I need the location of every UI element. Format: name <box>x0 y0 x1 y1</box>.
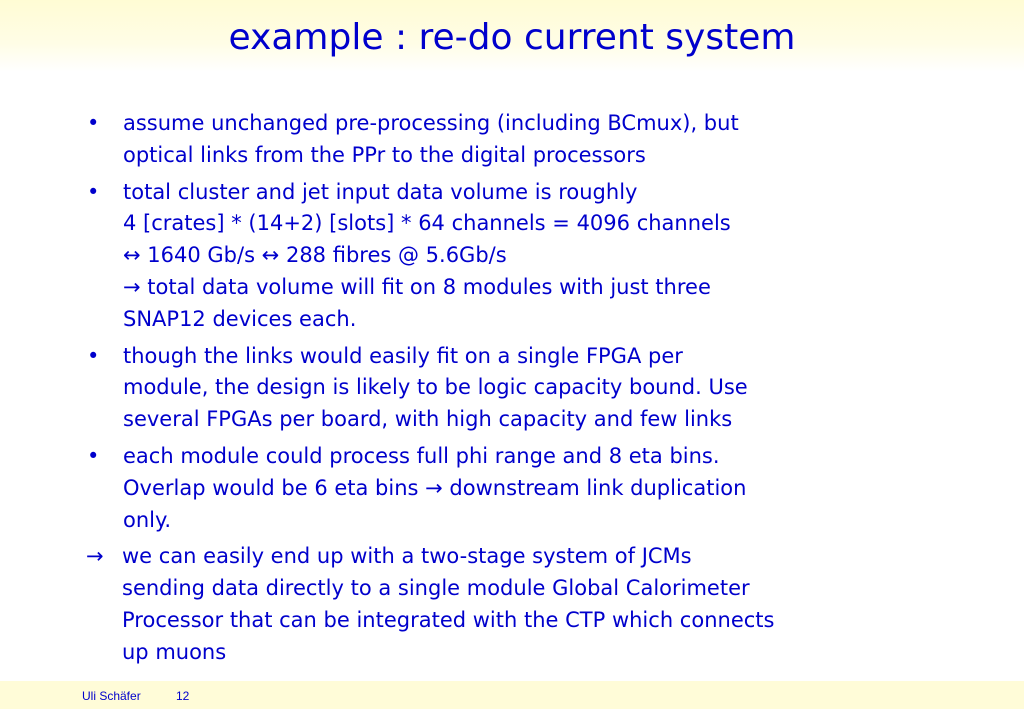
text-line: Processor that can be integrated with th… <box>122 607 775 632</box>
text-line: though the links would easily fit on a s… <box>123 343 683 368</box>
bullet-marker: • <box>87 443 100 468</box>
text-line: optical links from the PPr to the digita… <box>123 142 646 167</box>
bullet-marker: • <box>87 343 100 368</box>
slide-title: example : re-do current system <box>228 17 796 58</box>
bullet-text: assume unchanged pre-processing (includi… <box>123 108 946 172</box>
text-line: 4 [crates] * (14+2) [slots] * 64 channel… <box>123 211 731 236</box>
bullet-text: each module could process full phi range… <box>123 441 946 536</box>
text-line: we can easily end up with a two-stage sy… <box>122 544 692 569</box>
footer-band <box>0 681 1024 709</box>
text-line: ↔ 1640 Gb/s ↔ 288 fibres @ 5.6Gb/s <box>123 243 507 268</box>
arrow-right-icon: → <box>86 544 104 569</box>
text-line: sending data directly to a single module… <box>122 576 750 601</box>
text-line: total cluster and jet input data volume … <box>123 179 638 204</box>
text-line: module, the design is likely to be logic… <box>123 375 748 400</box>
text-line: each module could process full phi range… <box>123 443 720 468</box>
conclusion-text: we can easily end up with a two-stage sy… <box>122 541 946 668</box>
bullet-item: • though the links would easily fit on a… <box>86 341 946 436</box>
bullet-item: • assume unchanged pre-processing (inclu… <box>86 108 946 172</box>
text-line: several FPGAs per board, with high capac… <box>123 407 733 432</box>
bullet-text: though the links would easily fit on a s… <box>123 341 946 436</box>
title-band <box>0 0 1024 72</box>
slide-body: • assume unchanged pre-processing (inclu… <box>86 108 946 674</box>
page-number: 12 <box>176 689 190 703</box>
text-line: up muons <box>122 639 227 664</box>
text-line: assume unchanged pre-processing (includi… <box>123 111 739 135</box>
footer-author: Uli Schäfer <box>82 689 141 703</box>
text-line: → total data volume will fit on 8 module… <box>123 274 711 299</box>
bullet-item: • total cluster and jet input data volum… <box>86 177 946 336</box>
text-line: Overlap would be 6 eta bins → downstream… <box>123 475 747 500</box>
text-line: only. <box>123 507 172 532</box>
conclusion-item: → we can easily end up with a two-stage … <box>86 541 946 668</box>
bullet-marker: • <box>87 179 100 204</box>
bullet-marker: • <box>87 111 100 135</box>
bullet-item: • each module could process full phi ran… <box>86 441 946 536</box>
text-line: SNAP12 devices each. <box>123 306 357 331</box>
bullet-text: total cluster and jet input data volume … <box>123 177 946 336</box>
